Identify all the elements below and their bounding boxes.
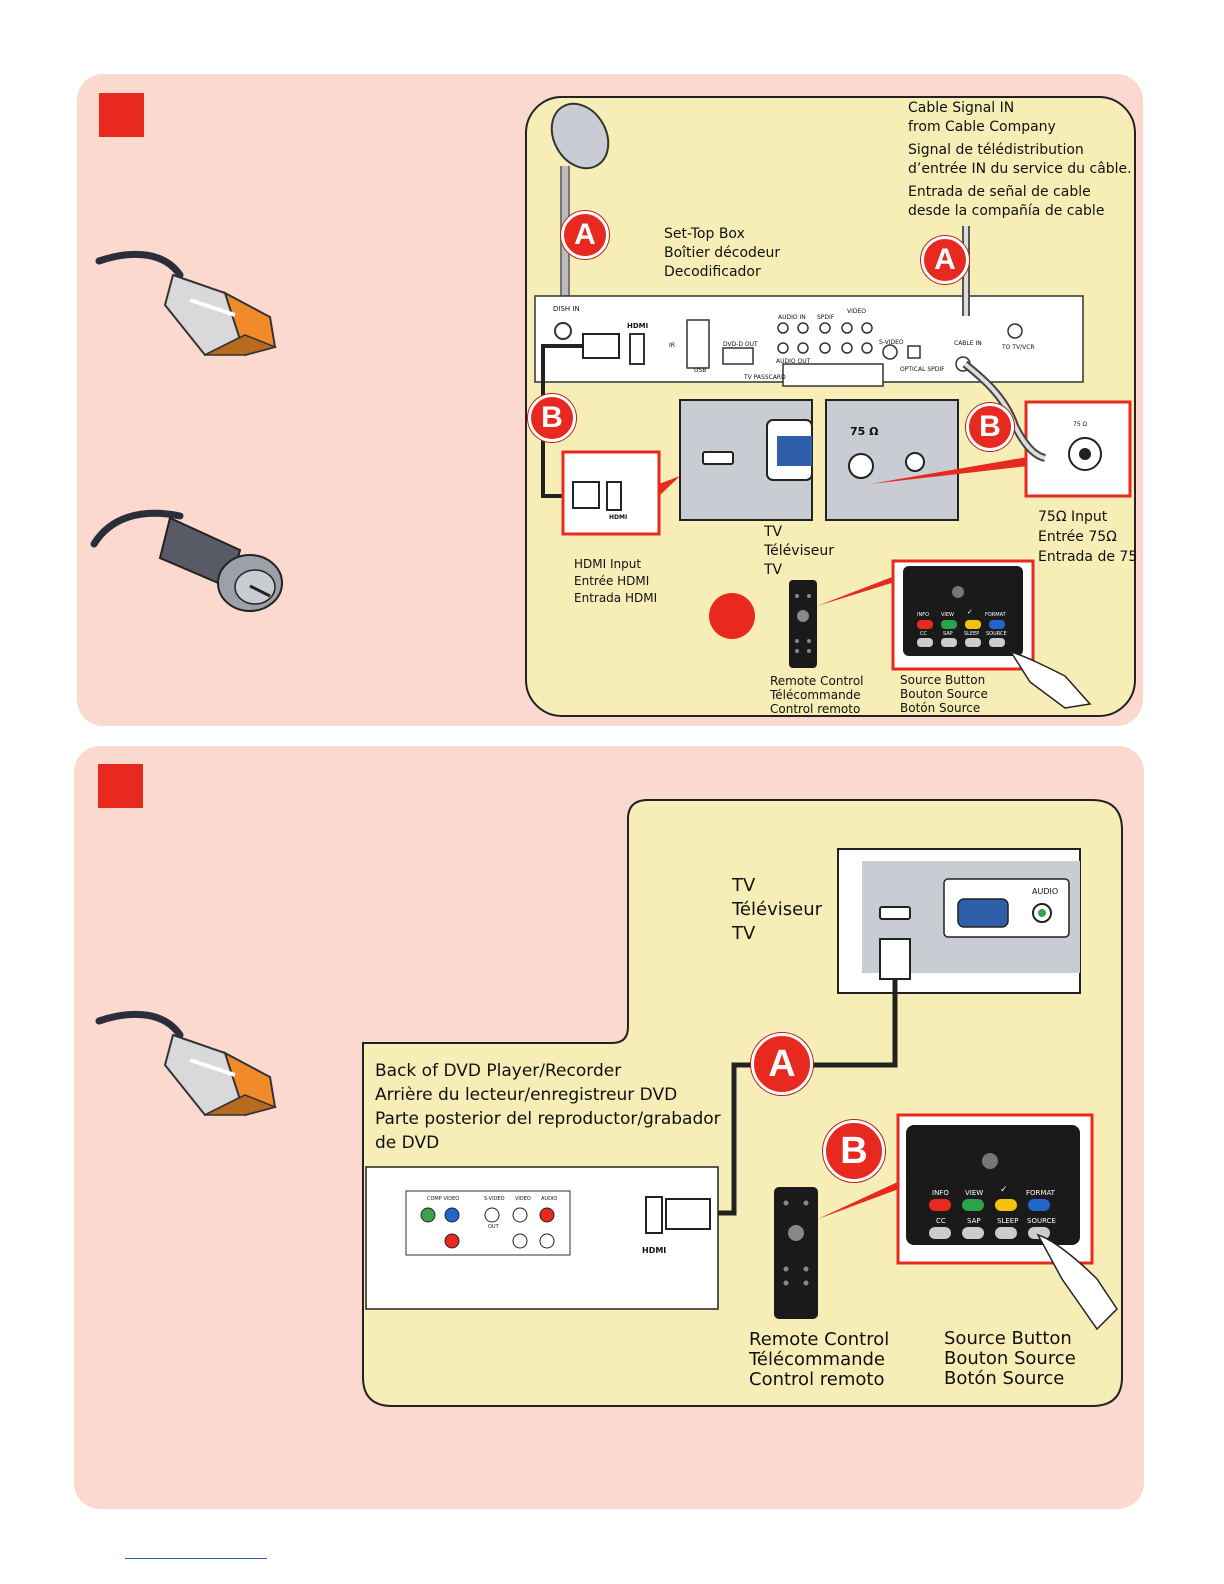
step1-badge-a-dish: A [561, 211, 609, 259]
step1-badge-a-cable: A [921, 236, 969, 284]
remote-key-format-2: FORMAT [1026, 1189, 1055, 1197]
hdmi-small-port-label: HDMI [609, 514, 628, 521]
remote-key-source-2: SOURCE [1027, 1217, 1056, 1225]
remote-key-sap: SAP [943, 631, 953, 637]
remote-key-check: ✓ [967, 608, 973, 616]
ir-port-label: IR [669, 342, 675, 349]
spdif-port-label: SPDIF [817, 314, 835, 321]
footer-rule [125, 1558, 267, 1559]
hdmi-port-label: HDMI [627, 322, 649, 330]
coax-cable-icon [90, 509, 283, 612]
remote-key-cc: CC [920, 631, 927, 637]
usb-port-label: USB [694, 367, 707, 374]
step1-diagram [525, 96, 1136, 717]
audio-out-label-2: AUDIO [541, 1196, 558, 1202]
audio-in-port-label: AUDIO IN [778, 314, 806, 321]
svideo-port-label: S-VIDEO [879, 339, 904, 346]
audio-port-label: AUDIO [1032, 887, 1059, 896]
hand-icon-2 [1036, 1233, 1118, 1331]
remote-key-info: INFO [917, 612, 930, 618]
step1-marker [99, 93, 144, 137]
ohm-small-port-label: 75 Ω [1073, 421, 1088, 428]
remote-key-format: FORMAT [985, 612, 1006, 618]
remote-key-sleep: SLEEP [964, 631, 980, 637]
optical-port-label: OPTICAL SPDIF [900, 366, 945, 373]
step2-marker [98, 764, 143, 808]
step2-badge-b: B [823, 1120, 885, 1182]
video-label-2: VIDEO [515, 1196, 531, 1202]
step1-badge-b-coax: B [966, 403, 1014, 451]
video-port-label: VIDEO [847, 308, 867, 315]
ohm-port-label: 75 Ω [850, 425, 879, 438]
hdmi-cable-icon-2 [95, 1010, 278, 1117]
to-tv-port-label: TO TV/VCR [1002, 344, 1035, 351]
remote-key-info-2: INFO [932, 1189, 949, 1197]
remote-key-check-2: ✓ [1000, 1185, 1008, 1195]
remote-key-sleep-2: SLEEP [997, 1217, 1019, 1225]
step2-diagram [362, 799, 1123, 1407]
step2-badge-a: A [751, 1033, 813, 1095]
remote-key-view: VIEW [941, 612, 954, 618]
passcard-label: TV PASSCARD [744, 374, 786, 381]
remote-key-source: SOURCE [986, 631, 1007, 637]
comp-video-label: COMP VIDEO [427, 1196, 460, 1202]
remote-key-view-2: VIEW [965, 1189, 984, 1197]
dvd-out-port-label: DVD-D OUT [723, 341, 758, 348]
remote-key-cc-2: CC [936, 1217, 946, 1225]
step1-badge-b-hdmi: B [528, 394, 576, 442]
remote-key-sap-2: SAP [967, 1217, 981, 1225]
svideo-label-2: S-VIDEO [484, 1196, 505, 1202]
hand-icon [1009, 650, 1092, 709]
out-label-2: OUT [488, 1224, 499, 1230]
audio-out-port-label: AUDIO OUT [776, 358, 811, 365]
dish-in-port-label: DISH IN [553, 305, 580, 313]
hdmi-cable-icon [95, 250, 278, 357]
hdmi-port-label-2: HDMI [642, 1246, 667, 1255]
cable-in-port-label: CABLE IN [954, 340, 982, 347]
